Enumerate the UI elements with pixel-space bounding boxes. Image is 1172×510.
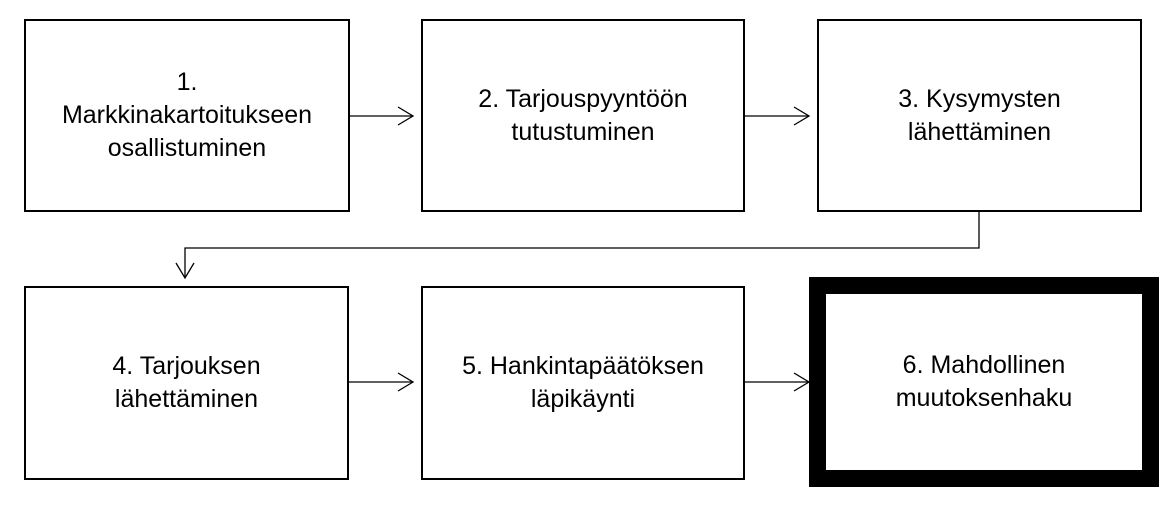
step-4-box: 4. Tarjouksen lähettäminen — [24, 286, 349, 480]
step-3-label: 3. Kysymysten lähettäminen — [898, 84, 1061, 146]
step-2-label: 2. Tarjouspyyntöön tutustuminen — [478, 84, 688, 146]
arrow-step1-to-step2 — [350, 106, 415, 126]
step-5-box: 5. Hankintapäätöksen läpikäynti — [421, 286, 745, 480]
step-4-label: 4. Tarjouksen lähettäminen — [112, 352, 261, 413]
arrow-step5-to-step6 — [745, 372, 811, 392]
arrow-step3-to-step4 — [175, 212, 980, 280]
step-5-label: 5. Hankintapäätöksen läpikäynti — [462, 352, 704, 413]
step-6-label: 6. Mahdollinen muutoksenhaku — [895, 351, 1073, 412]
arrow-step2-to-step3 — [745, 106, 811, 126]
step-1-label: 1. Markkinakartoitukseen osallistuminen — [61, 68, 313, 162]
step-2-box: 2. Tarjouspyyntöön tutustuminen — [421, 19, 745, 212]
arrow-step4-to-step5 — [349, 372, 415, 392]
step-1-box: 1. Markkinakartoitukseen osallistuminen — [24, 19, 350, 212]
step-3-box: 3. Kysymysten lähettäminen — [817, 19, 1142, 212]
step-6-box-highlighted: 6. Mahdollinen muutoksenhaku — [809, 277, 1159, 487]
